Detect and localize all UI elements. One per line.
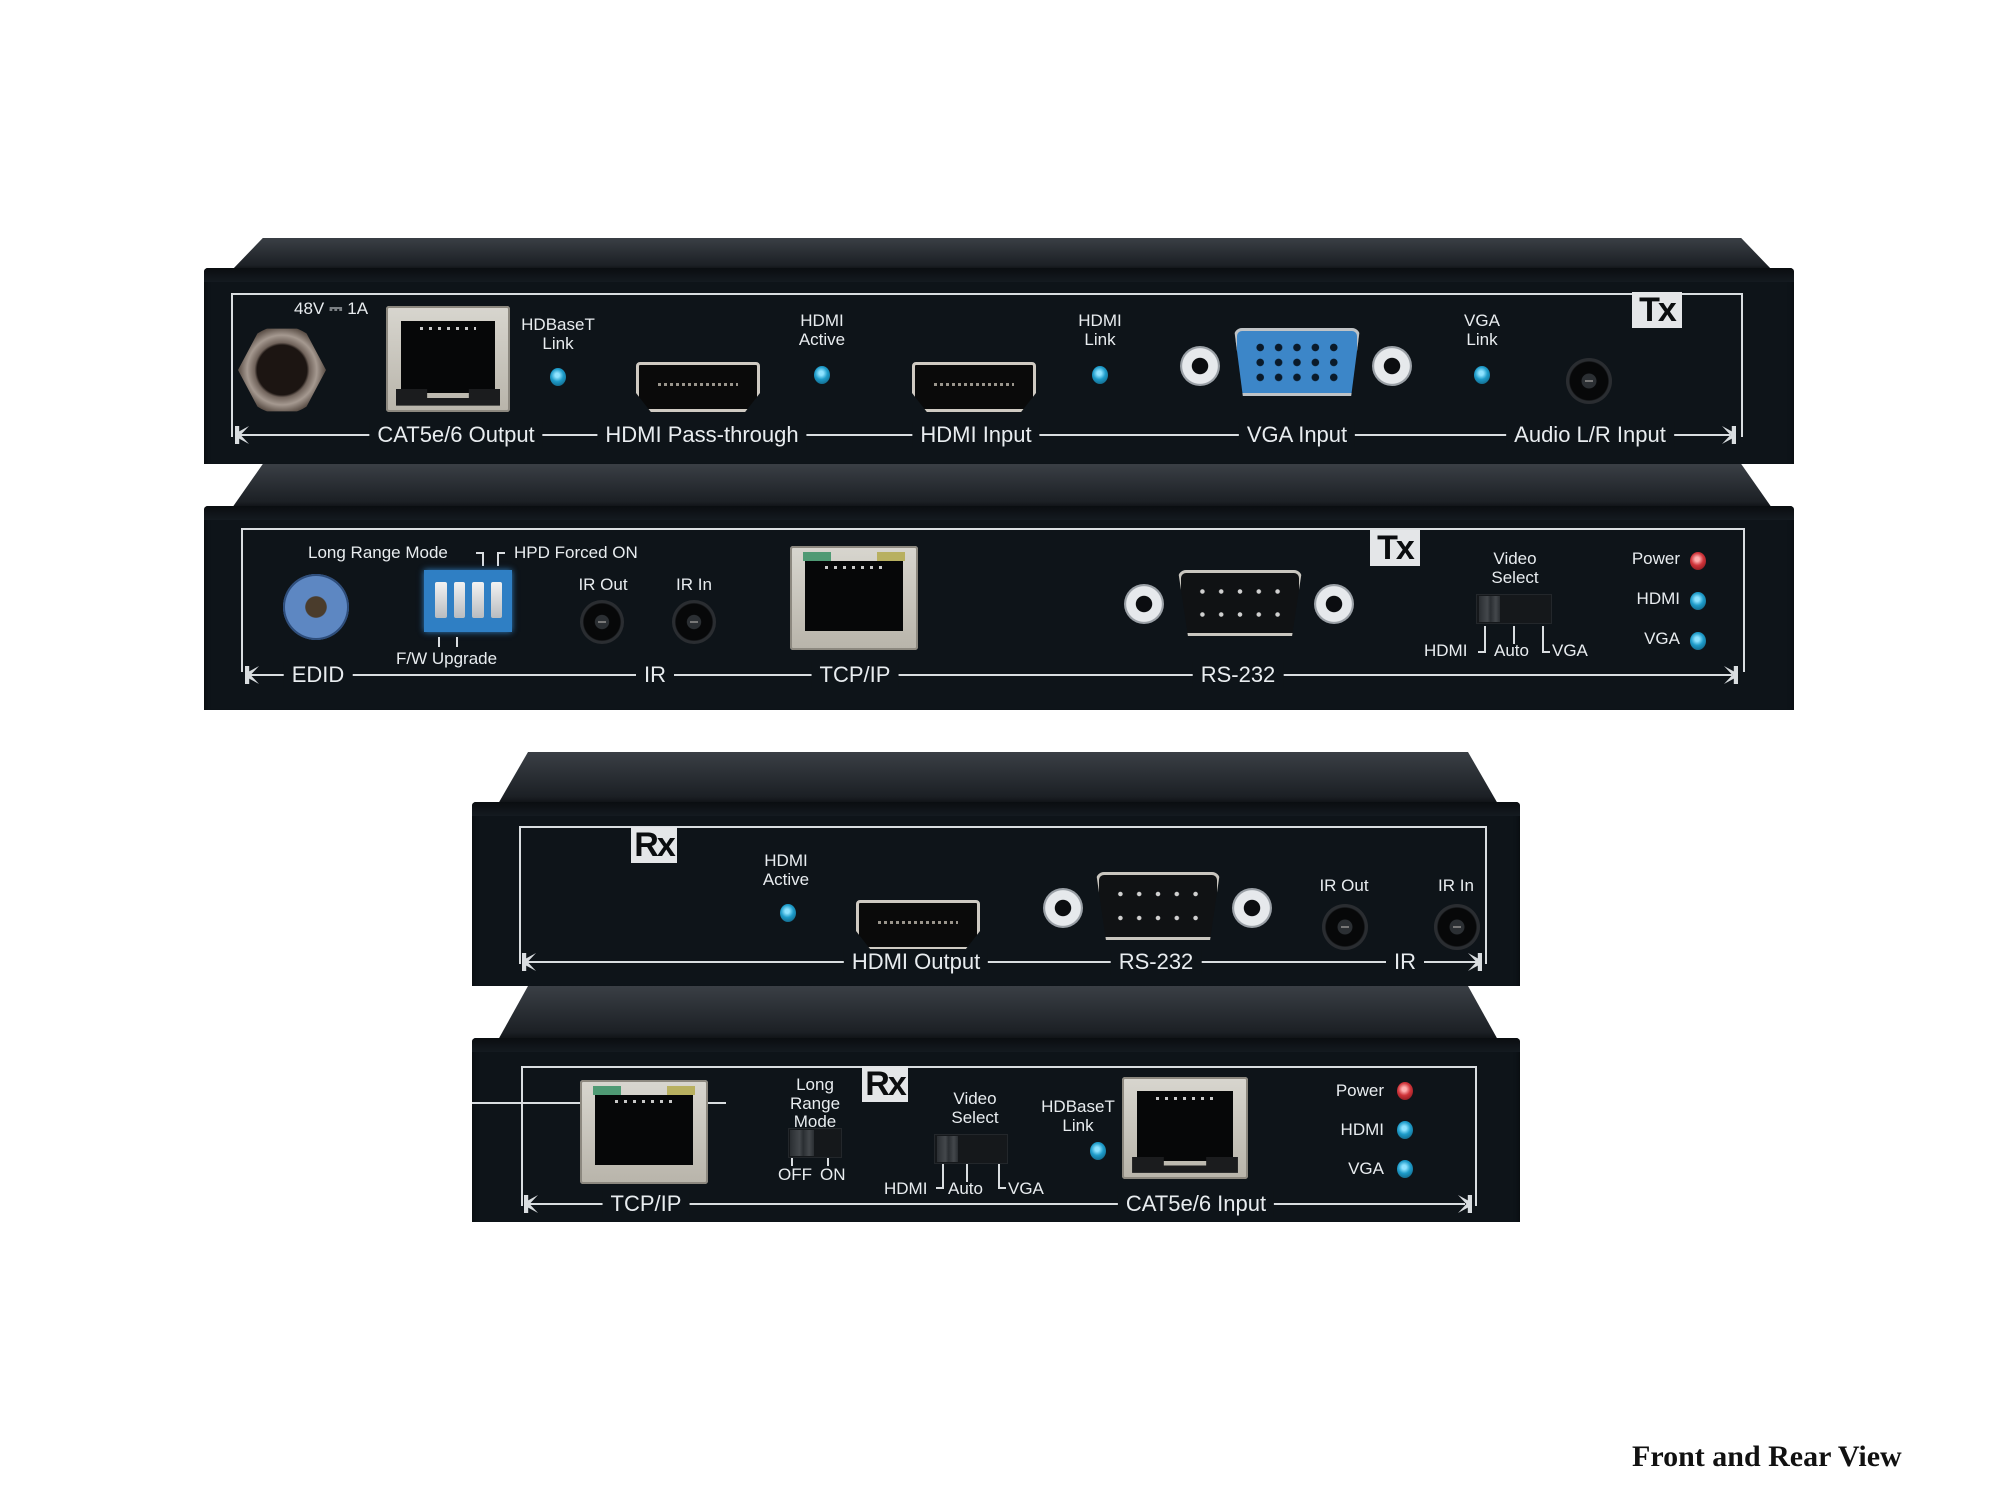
rs232-screw-icon	[1314, 584, 1354, 624]
rx-logo: Rx	[631, 827, 677, 863]
hdmi-active-led-icon	[814, 366, 830, 384]
video-select-option-hdmi: HDMI	[1424, 641, 1468, 660]
power-led-icon	[1690, 552, 1706, 570]
section-cat5e-input: CAT5e/6 Input	[1117, 1191, 1275, 1217]
section-line	[250, 674, 1732, 676]
long-range-mode-switch[interactable]	[788, 1128, 842, 1158]
hdmi-led-icon	[1397, 1121, 1413, 1139]
hdmi-link-led-icon	[1092, 366, 1108, 384]
rs232-port-icon[interactable]	[1178, 570, 1302, 636]
power-led-label: Power	[1631, 549, 1680, 568]
vga-led-label: VGA	[1644, 629, 1680, 648]
video-select-option-vga: VGA	[1552, 641, 1588, 660]
rs232-screw-icon	[1043, 888, 1083, 928]
cat5e-output-port-icon[interactable]	[386, 306, 510, 412]
vga-screw-icon	[1372, 346, 1412, 386]
fw-upgrade-label: F/W Upgrade	[396, 649, 498, 668]
section-ir: IR	[636, 662, 674, 688]
long-range-option-on: ON	[820, 1165, 846, 1184]
rs232-screw-icon	[1124, 584, 1164, 624]
tx-logo: Tx	[1632, 292, 1682, 328]
rs232-screw-icon	[1232, 888, 1272, 928]
ir-in-label: IR In	[1438, 876, 1474, 895]
hdmi-passthrough-port-icon[interactable]	[636, 362, 760, 412]
vga-input-port-icon[interactable]	[1234, 328, 1360, 396]
cat5e-input-port-icon[interactable]	[1122, 1077, 1248, 1179]
power-led-icon	[1397, 1082, 1413, 1100]
section-edid: EDID	[283, 662, 353, 688]
ir-in-jack-icon[interactable]	[672, 600, 716, 644]
hdmi-active-led-icon	[780, 904, 796, 922]
section-hdmi-input: HDMI Input	[912, 422, 1040, 448]
dip-switch-bank[interactable]	[424, 570, 512, 632]
section-ir: IR	[1386, 949, 1424, 975]
video-select-option-auto: Auto	[1494, 641, 1529, 660]
audio-lr-input-jack-icon[interactable]	[1566, 358, 1612, 404]
hdbaset-link-led-icon	[550, 368, 566, 386]
chassis-top	[232, 238, 1772, 270]
section-tcpip: TCP/IP	[811, 662, 899, 688]
vga-link-led-icon	[1474, 366, 1490, 384]
vga-screw-icon	[1180, 346, 1220, 386]
edid-rotary-dial[interactable]	[283, 574, 349, 640]
hpd-forced-on-label: HPD Forced ON	[514, 543, 638, 562]
hdmi-output-port-icon[interactable]	[856, 900, 980, 950]
hdmi-led-icon	[1690, 592, 1706, 610]
panel-frame	[231, 293, 1743, 437]
ir-out-jack-icon[interactable]	[580, 600, 624, 644]
long-range-mode-label: Long Range Mode	[308, 543, 448, 562]
panel-frame	[521, 1066, 1477, 1206]
section-hdmi-passthrough: HDMI Pass-through	[597, 422, 807, 448]
section-vga-input: VGA Input	[1238, 422, 1356, 448]
video-select-switch[interactable]	[1476, 594, 1552, 624]
video-select-option-auto: Auto	[948, 1179, 983, 1198]
ir-out-jack-icon[interactable]	[1322, 904, 1368, 950]
tx-logo: Tx	[1370, 530, 1420, 566]
power-led-label: Power	[1335, 1081, 1384, 1100]
section-cat5e-output: CAT5e/6 Output	[369, 422, 543, 448]
panel-frame	[241, 528, 1745, 672]
hdmi-input-port-icon[interactable]	[912, 362, 1036, 412]
vga-led-icon	[1397, 1160, 1413, 1178]
rs232-port-icon[interactable]	[1096, 872, 1220, 940]
tcpip-port-icon[interactable]	[580, 1080, 708, 1184]
hdmi-led-label: HDMI	[1340, 1120, 1384, 1139]
power-rating-label: 48V ⎓ 1A	[294, 299, 369, 318]
tcpip-port-icon[interactable]	[790, 546, 918, 650]
figure-caption: Front and Rear View	[1632, 1440, 1902, 1473]
chassis-top	[498, 986, 1498, 1040]
section-line	[529, 1203, 1465, 1205]
video-select-option-hdmi: HDMI	[884, 1179, 928, 1198]
ir-in-label: IR In	[676, 575, 712, 594]
video-select-option-vga: VGA	[1008, 1179, 1044, 1198]
video-select-switch[interactable]	[934, 1134, 1008, 1164]
hdbaset-link-led-icon	[1090, 1142, 1106, 1160]
panel-frame	[519, 826, 1487, 964]
section-tcpip: TCP/IP	[602, 1191, 690, 1217]
section-rs232: RS-232	[1192, 662, 1284, 688]
section-audio-lr-input: Audio L/R Input	[1506, 422, 1674, 448]
ir-out-label: IR Out	[578, 575, 628, 594]
hdmi-led-label: HDMI	[1636, 589, 1680, 608]
chassis-top	[232, 464, 1772, 508]
long-range-option-off: OFF	[778, 1165, 812, 1184]
section-hdmi-output: HDMI Output	[843, 949, 989, 975]
vga-led-label: VGA	[1348, 1159, 1384, 1178]
chassis-top	[498, 752, 1498, 804]
ir-out-label: IR Out	[1319, 876, 1369, 895]
vga-led-icon	[1690, 632, 1706, 650]
section-rs232: RS-232	[1110, 949, 1202, 975]
rx-logo: Rx	[862, 1066, 908, 1102]
ir-in-jack-icon[interactable]	[1434, 904, 1480, 950]
section-line	[527, 961, 1477, 963]
